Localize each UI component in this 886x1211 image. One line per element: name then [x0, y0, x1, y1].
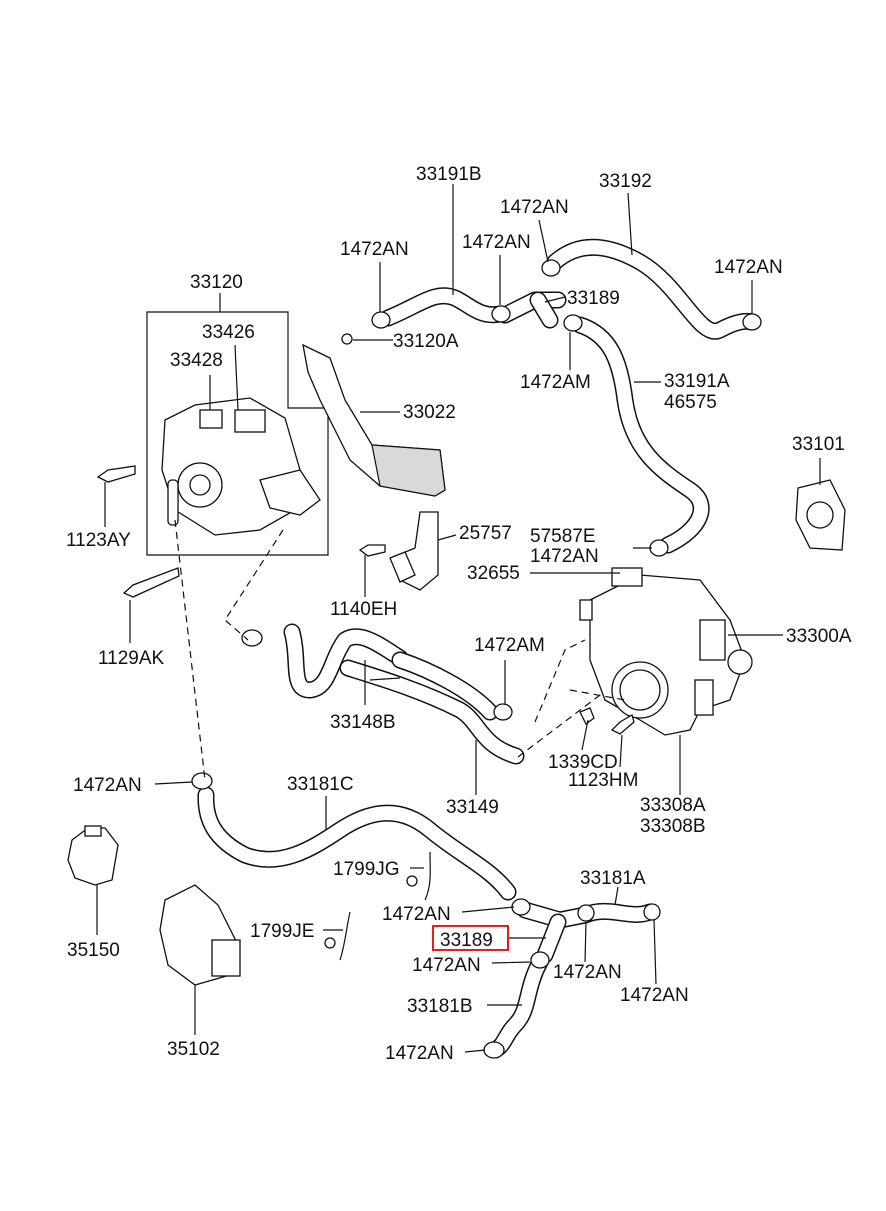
label-1129AK[interactable]: 1129AK	[98, 648, 165, 669]
label-33426[interactable]: 33426	[202, 322, 255, 343]
label-33308B[interactable]: 33308B	[640, 816, 706, 837]
label-33181A[interactable]: 33181A	[580, 868, 646, 889]
label-1472AN[interactable]: 1472AN	[553, 962, 622, 983]
label-1472AN[interactable]: 1472AN	[714, 257, 783, 278]
label-33300A[interactable]: 33300A	[786, 626, 852, 647]
label-33308A[interactable]: 33308A	[640, 795, 706, 816]
hoses	[197, 238, 761, 1059]
label-33189[interactable]: 33189	[567, 288, 620, 309]
label-35102[interactable]: 35102	[167, 1039, 220, 1060]
throttle-body	[579, 567, 753, 736]
label-33022[interactable]: 33022	[403, 402, 456, 423]
label-1472AM[interactable]: 1472AM	[520, 372, 591, 393]
bracket-33022	[302, 343, 446, 497]
leader-lines	[96, 184, 821, 1053]
label-33149[interactable]: 33149	[446, 797, 499, 818]
label-33101[interactable]: 33101	[792, 434, 845, 455]
label-1472AN[interactable]: 1472AN	[462, 232, 531, 253]
clamps	[191, 259, 762, 1059]
label-35150[interactable]: 35150	[67, 940, 120, 961]
dashed-connectors	[174, 519, 626, 781]
bracket-25757	[389, 511, 439, 591]
label-33191B[interactable]: 33191B	[416, 164, 482, 185]
label-33148B[interactable]: 33148B	[330, 712, 396, 733]
label-33120[interactable]: 33120	[190, 272, 243, 293]
label-1140EH[interactable]: 1140EH	[330, 599, 397, 620]
label-33191A[interactable]: 33191A	[664, 371, 730, 392]
label-1472AN[interactable]: 1472AN	[620, 985, 689, 1006]
label-46575[interactable]: 46575	[664, 392, 717, 413]
label-33181B[interactable]: 33181B	[407, 996, 473, 1017]
label-1799JG[interactable]: 1799JG	[333, 859, 400, 880]
label-1472AN[interactable]: 1472AN	[382, 904, 451, 925]
gasket-33101	[795, 479, 846, 551]
part-labels: 33191B 33192 1472AN 1472AN 1472AN 1472AN…	[66, 164, 852, 1064]
vaporizer-assembly	[146, 311, 329, 556]
label-1123AY[interactable]: 1123AY	[66, 530, 131, 551]
label-1472AN[interactable]: 1472AN	[412, 955, 481, 976]
label-33428[interactable]: 33428	[170, 350, 223, 371]
label-1472AN[interactable]: 1472AN	[385, 1043, 454, 1064]
label-57587E[interactable]: 57587E	[530, 526, 596, 547]
label-1472AN[interactable]: 1472AN	[530, 546, 599, 567]
label-1339CD[interactable]: 1339CD	[548, 752, 618, 773]
label-1472AN[interactable]: 1472AN	[73, 775, 142, 796]
label-1799JE[interactable]: 1799JE	[250, 921, 314, 942]
label-32655[interactable]: 32655	[467, 563, 520, 584]
label-25757[interactable]: 25757	[459, 523, 512, 544]
label-33189-highlighted[interactable]: 33189	[440, 930, 493, 951]
label-1472AM[interactable]: 1472AM	[474, 635, 545, 656]
label-1472AN[interactable]: 1472AN	[340, 239, 409, 260]
label-33181C[interactable]: 33181C	[287, 774, 354, 795]
bolts	[96, 465, 635, 735]
label-33192[interactable]: 33192	[599, 171, 652, 192]
label-1123HM[interactable]: 1123HM	[568, 770, 638, 791]
sensors	[67, 825, 431, 986]
label-1472AN[interactable]: 1472AN	[500, 197, 569, 218]
highlight-box	[432, 925, 509, 951]
label-33120A[interactable]: 33120A	[393, 331, 459, 352]
